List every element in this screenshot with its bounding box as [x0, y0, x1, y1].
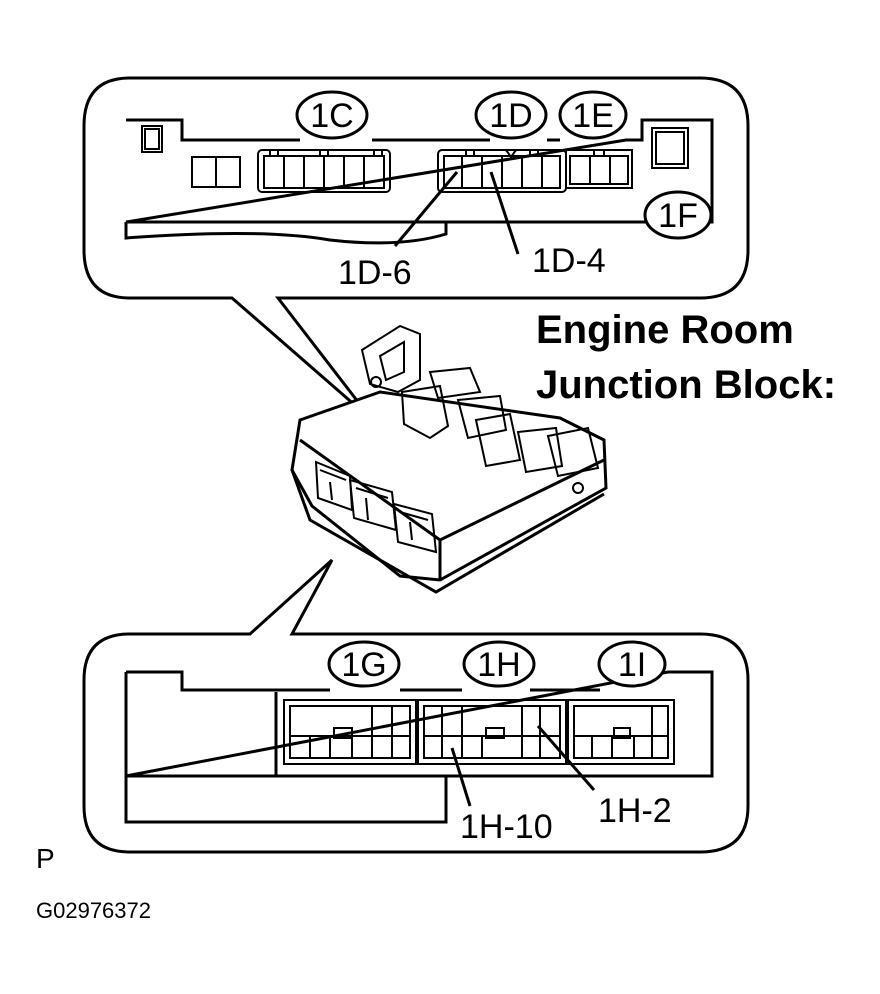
connector-1E-oval	[558, 90, 628, 140]
connector-1G-oval	[327, 640, 401, 688]
connector-1I-label: 1I	[618, 646, 646, 684]
leader-1D-6	[393, 171, 459, 247]
connector-1H-body	[417, 699, 567, 765]
terminal-1D-6-label: 1D-6	[338, 254, 412, 292]
top-callout-panel: 1C 1D 1E 1F 1D-6 1D-4	[82, 76, 750, 422]
connector-1G-label: 1G	[341, 646, 386, 684]
connector-1C-body	[257, 149, 391, 193]
connector-1I-body	[567, 699, 675, 765]
connector-1H-label: 1H	[477, 646, 520, 684]
figure-code: G02976372	[36, 898, 151, 923]
terminal-1D-4-label: 1D-4	[532, 242, 606, 280]
connector-1D-label: 1D	[489, 97, 532, 135]
connector-1F-label: 1F	[658, 197, 698, 235]
small-terminal-square	[141, 125, 163, 153]
connector-1E-label: 1E	[572, 97, 614, 135]
terminal-1H-10-label: 1H-10	[460, 808, 553, 846]
connector-1C-label: 1C	[310, 97, 353, 135]
connector-1F-oval	[643, 190, 713, 240]
footer-letter: P	[36, 843, 55, 874]
connector-1H-oval	[462, 640, 536, 688]
title-line-2: Junction Block:	[536, 363, 836, 407]
terminal-1H-2-label: 1H-2	[598, 792, 672, 830]
title-line-1: Engine Room	[536, 308, 794, 352]
bottom-callout-panel: 1G 1H 1I 1H-10 1H-2	[82, 558, 750, 854]
connector-1C-oval	[295, 90, 369, 140]
connector-1G-body	[283, 699, 417, 765]
connector-1I-oval	[597, 640, 667, 688]
junction-block-illustration	[290, 324, 608, 594]
leader-1H-2	[536, 725, 596, 791]
leader-1H-10	[450, 747, 472, 807]
leader-1D-4	[489, 171, 520, 255]
terminal-square-right	[651, 127, 689, 169]
connector-1D-oval	[474, 90, 548, 140]
connector-1E-body	[565, 149, 633, 189]
